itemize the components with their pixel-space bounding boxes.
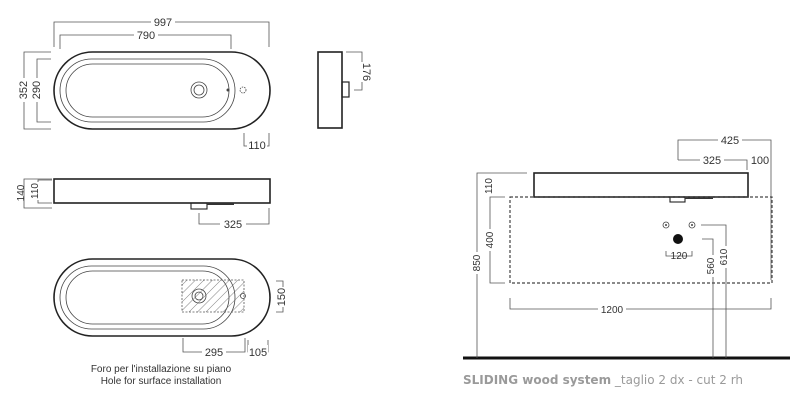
dim-edge-offset: 100 [751, 155, 769, 167]
side-profile [317, 51, 343, 129]
dim-line-850 [476, 172, 527, 358]
install-basin [533, 172, 749, 198]
top-view: 997 790 352 290 110 [17, 15, 271, 152]
dim-drain-height: 560 [706, 257, 717, 274]
basin-inner-rim [59, 58, 236, 123]
overflow-icon [226, 88, 230, 92]
cutout-area [181, 279, 245, 313]
front-drain [190, 202, 208, 210]
waste-pipe-icon [673, 234, 683, 244]
install-drain-pipe [685, 197, 713, 199]
dim-overall-depth: 352 [18, 81, 30, 99]
dim-floor-height: 850 [472, 254, 483, 271]
front-drain-pipe [207, 203, 234, 205]
supply-left-icon [662, 221, 670, 229]
side-drain [341, 81, 350, 98]
dim-supply-height: 610 [719, 248, 730, 265]
hole-drain-icon [191, 288, 207, 304]
dim-tap-offset: 110 [248, 140, 266, 152]
install-view: 425 325 100 850 110 400 1200 120 560 610… [463, 133, 790, 387]
tap-hole-icon [239, 86, 247, 94]
dim-drain-offset: 325 [224, 219, 242, 231]
dim-total-depth: 425 [721, 135, 739, 147]
dim-line-610 [701, 224, 727, 358]
dim-install-drain: 325 [703, 155, 721, 167]
dim-overall-width: 997 [154, 17, 172, 29]
dim-cutout-edge: 105 [249, 347, 267, 359]
drain-outer [190, 81, 208, 99]
dim-cabinet-height: 400 [485, 231, 496, 248]
cabinet-outline [509, 196, 773, 284]
dim-rim-height: 110 [30, 183, 41, 199]
basin-bowl [65, 63, 230, 118]
dim-cabinet-width: 1200 [601, 305, 624, 316]
dim-line-1200 [509, 298, 772, 310]
dim-total-height: 140 [16, 184, 27, 201]
dim-cutout-depth: 150 [276, 288, 288, 306]
dim-line-120 [665, 251, 693, 257]
dim-supply-spacing: 120 [671, 251, 688, 262]
dim-side-height: 176 [360, 63, 372, 81]
dim-basin-width: 790 [137, 30, 155, 42]
hole-drain-inner [194, 291, 204, 301]
dim-line-560 [702, 238, 714, 358]
basin-outline [53, 51, 271, 130]
side-view: 176 [317, 51, 372, 129]
hole-view: 150 295 105 Foro per l'installazione su … [53, 258, 291, 387]
dim-basin-depth: 290 [31, 81, 43, 99]
dim-basin-height: 110 [484, 178, 495, 194]
front-profile [53, 178, 271, 204]
dim-cutout-width: 295 [205, 347, 223, 359]
hole-basin-outline [53, 258, 271, 337]
drain-icon [193, 84, 205, 96]
drawing-title: SLIDING wood system _taglio 2 dx - cut 2… [463, 373, 743, 387]
supply-right-icon [688, 221, 696, 229]
front-view: 140 110 325 [16, 178, 271, 231]
hole-tap-icon [240, 293, 246, 299]
caption-italian: Foro per l'installazione su piano [91, 364, 232, 375]
dim-line-140 [23, 178, 52, 209]
caption-english: Hole for surface installation [101, 376, 222, 387]
